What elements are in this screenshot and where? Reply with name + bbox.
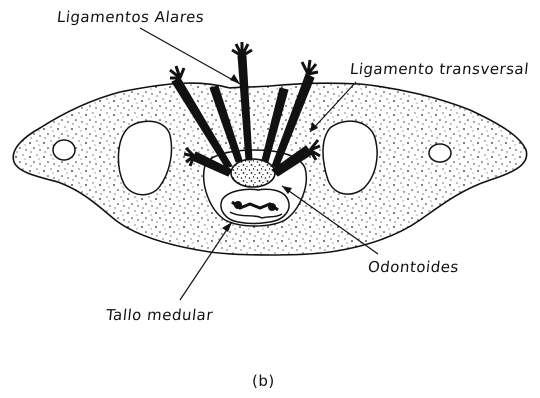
label-spinal-cord: Tallo medular	[105, 306, 214, 324]
odontoid-process	[231, 159, 275, 187]
label-alar-ligaments: Ligamentos Alares	[56, 8, 205, 26]
label-transverse-ligament: Ligamento transversal	[349, 60, 530, 78]
label-odontoid: Odontoides	[367, 258, 460, 276]
leader-alar	[140, 28, 240, 84]
left-transverse-foramen	[53, 140, 75, 160]
right-articular-facet	[323, 121, 377, 194]
panel-label: (b)	[252, 372, 275, 390]
right-transverse-foramen	[429, 144, 451, 162]
